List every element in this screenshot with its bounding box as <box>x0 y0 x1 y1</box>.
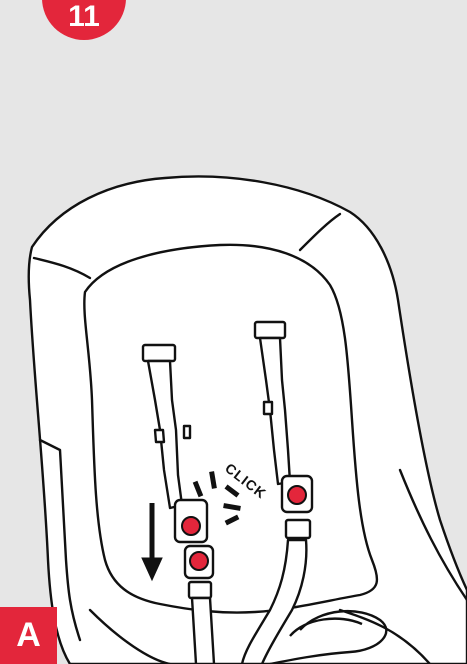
crotch-buckle-button <box>190 552 208 570</box>
left-buckle-button <box>182 517 200 535</box>
right-buckle-button <box>288 486 306 504</box>
panel-letter: A <box>16 616 41 655</box>
panel-label-badge: A <box>0 607 57 664</box>
seat-cushion <box>84 245 377 613</box>
step-number: 11 <box>68 0 100 34</box>
